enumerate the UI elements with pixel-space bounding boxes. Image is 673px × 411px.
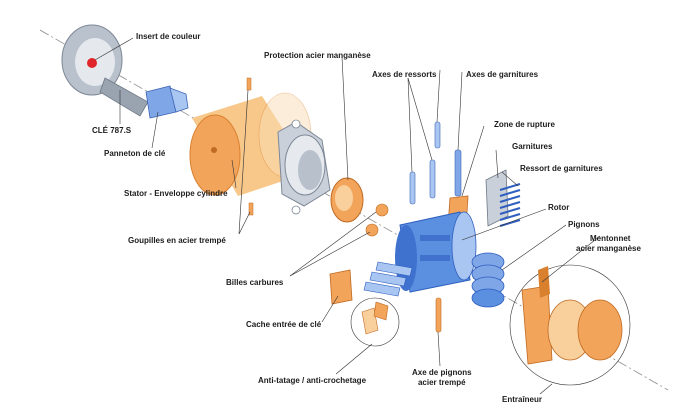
manganese-protection-disc [330,177,364,223]
rotor [395,211,477,293]
garnitures [485,169,509,227]
drive-assembly [509,264,631,386]
label-entraineur: Entraîneur [502,395,543,404]
garniture-springs [499,183,521,227]
label-axes-ressorts: Axes de ressorts [372,70,437,79]
label-mentonnet-line-1: Mentonnet [590,234,631,243]
label-insert-couleur: Insert de couleur [136,32,201,41]
key-blade [145,85,189,119]
stator-flange [277,119,331,215]
label-cache: Cache entrée de clé [246,320,322,329]
label-axe-pignons-line-1: Axe de pignons [412,368,472,377]
blade-sliders [363,261,413,297]
color-insert-dot [87,58,97,68]
label-ressort-garnitures: Ressort de garnitures [520,164,603,173]
label-panneton: Panneton de clé [104,149,166,158]
spring-axes [409,121,441,205]
leader-lines [94,37,601,395]
label-anti-tatage: Anti-tatage / anti-crochetage [258,376,367,385]
key-head [61,24,149,117]
label-axes-garnitures: Axes de garnitures [466,70,539,79]
pinion-axle [435,297,442,333]
keyway-cover [329,269,353,305]
pinions [471,252,505,308]
label-stator: Stator - Enveloppe cylindre [124,189,228,198]
label-rotor: Rotor [548,203,570,212]
label-zone-rupture: Zone de rupture [494,120,555,129]
hardened-pins [246,77,254,216]
label-pignons: Pignons [568,220,600,229]
label-goupilles: Goupilles en acier trempé [128,236,226,245]
label-garnitures: Garnitures [512,142,553,151]
label-cle: CLÉ 787.S [92,126,132,135]
label-mentonnet: Mentonnet acier manganèse [576,234,641,254]
label-protection: Protection acier manganèse [264,51,371,60]
label-billes: Billes carbures [226,278,284,287]
label-axe-pignons: Axe de pignons acier trempé [412,368,472,388]
label-axe-pignons-line-2: acier trempé [417,378,466,387]
carbide-balls [365,203,389,237]
anti-picking-assembly [350,297,400,347]
label-mentonnet-line-2: acier manganèse [576,244,641,253]
garniture-axes [454,149,462,197]
